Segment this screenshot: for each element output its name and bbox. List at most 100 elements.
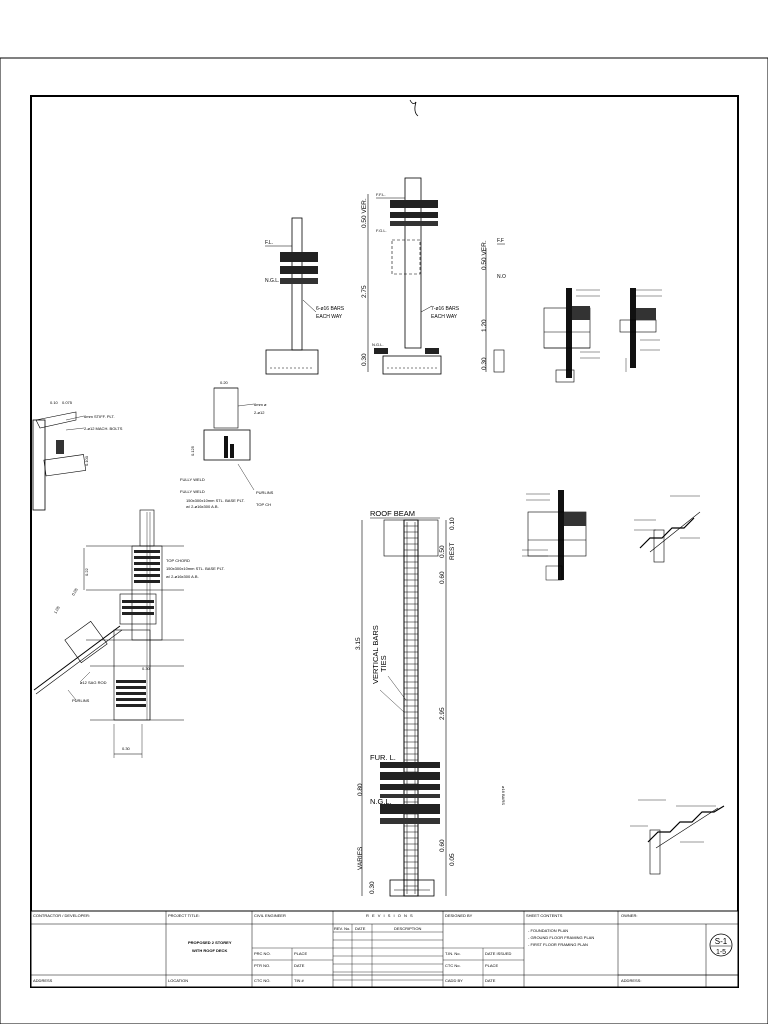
- d105: 1.05: [53, 605, 62, 615]
- d010: 0.10: [50, 400, 59, 405]
- sheet-of: 1-5: [716, 949, 726, 956]
- soil-hatch: [280, 266, 318, 274]
- d2phi12: 2-ø12: [254, 410, 265, 415]
- each-way-label: EACH WAY: [316, 314, 343, 320]
- north-mark: [409, 99, 419, 117]
- ngl-label: N.G.L.: [370, 797, 392, 806]
- full-weld: FULLY WELD: [180, 477, 205, 482]
- place2-label: PLACE: [485, 963, 498, 968]
- ngl-label: N.G.L.: [265, 278, 279, 284]
- stair-detail-b: [630, 799, 725, 875]
- address-label: ADDRESS: [33, 978, 53, 983]
- sheet-contents-1: - FOUNDATION PLAN: [528, 928, 568, 933]
- no-label: N.O: [497, 274, 506, 280]
- dim-120: 1.20: [481, 319, 488, 332]
- d020: 0.20: [220, 380, 229, 385]
- fgl-label: F.G.L.: [376, 228, 387, 233]
- sheet-contents-label: SHEET CONTENTS: [526, 913, 563, 918]
- d060: 0.60: [439, 571, 446, 584]
- place-label: PLACE: [294, 951, 307, 956]
- footing-detail-1: F.L. N.G.L. 6-ø16 BARS EACH WAY: [265, 217, 345, 375]
- dim-vert: 0.50 VER.: [481, 240, 488, 270]
- project-title-1: PROPOSED 2 STOREY: [188, 940, 232, 945]
- d080: 0.80: [357, 783, 364, 796]
- ffl-label: F.F.L.: [376, 192, 386, 197]
- title-block: CONTRACTOR / DEVELOPER: ADDRESS PROJECT …: [30, 910, 739, 988]
- d315: 3.15: [355, 637, 362, 650]
- bars-label: 6-ø16 BARS: [316, 306, 345, 312]
- full-weld-2: FULLY WELD: [180, 489, 205, 494]
- sheet-contents-3: - FIRST FLOOR FRAMING PLAN: [528, 942, 588, 947]
- top-chord: TOP CHORD: [166, 558, 190, 563]
- anchor-a: w/ 2-ø16x300 A.B.: [186, 504, 219, 509]
- cad-by-label: CADD BY: [445, 978, 463, 983]
- d0125: 0.125: [190, 445, 195, 456]
- slab-detail-b: [619, 288, 662, 372]
- each-way-label: EACH WAY: [431, 314, 458, 320]
- bars-label: 7-ø16 BARS: [431, 306, 460, 312]
- fur-l-label: FUR. L.: [370, 753, 396, 762]
- date2-label: DATE: [294, 963, 305, 968]
- dim-275: 2.75: [361, 285, 368, 298]
- address2-label: ADDRESS:: [621, 978, 641, 983]
- d060b: 0.60: [439, 839, 446, 852]
- column-stub: [404, 177, 422, 349]
- date-label: DATE: [355, 926, 366, 931]
- contractor-label: CONTRACTOR / DEVELOPER:: [33, 913, 90, 918]
- d030b: 0.30: [122, 746, 131, 751]
- sheet-number-circle: [709, 933, 733, 957]
- truss-detail-base: 0.22 1.05 0.05 0.30 ø12 SAG ROD PURLINS …: [33, 509, 225, 758]
- top-ch: TOP CH: [256, 502, 271, 507]
- location-label: LOCATION: [168, 978, 188, 983]
- sheet-contents-2: - GROUND FLOOR FRAMING PLAN: [528, 935, 594, 940]
- mach-bolts: 2-ø12 MACH. BOLTS: [84, 426, 123, 431]
- fl-label: F.L.: [265, 240, 273, 246]
- truss-detail-mid: 0.20 6mm ø 2-ø12 0.125 PURLINS TOP CH FU…: [180, 380, 274, 509]
- ngl-label: N.G.L.: [372, 342, 384, 347]
- description-label: DESCRIPTION: [394, 926, 421, 931]
- d005: 0.05: [71, 587, 80, 597]
- tin-label: TIN #: [294, 978, 305, 983]
- tin-no-label: T.IN. No.: [445, 951, 461, 956]
- soil-hatch: [280, 278, 318, 284]
- d005: 0.05: [449, 853, 456, 866]
- ties-label: TIES: [379, 655, 388, 672]
- d030: 0.30: [142, 666, 151, 671]
- rest-label: REST: [449, 543, 456, 560]
- note-r1: ø16 BARS: [501, 786, 506, 805]
- anchor-b: w/ 2-ø16x300 A.B.: [166, 574, 199, 579]
- d010: 0.10: [449, 517, 456, 530]
- d050: 0.50: [439, 545, 446, 558]
- designed-by-label: DESIGNED BY: [445, 913, 473, 918]
- varies-label: VARIES: [357, 846, 364, 870]
- project-title-label: PROJECT TITLE:: [168, 913, 200, 918]
- d022: 0.22: [84, 567, 89, 576]
- project-title-2: WITH ROOF DECK: [192, 948, 227, 953]
- slab-detail-c: [522, 490, 587, 581]
- purlins-2: PURLINS: [72, 698, 90, 703]
- d6mm: 6mm ø: [254, 402, 267, 407]
- sag-rod: ø12 SAG ROD: [80, 680, 107, 685]
- d075: 0.075: [62, 400, 73, 405]
- d030: 0.30: [369, 881, 376, 894]
- civil-engineer-label: CIVIL ENGINEER: [254, 913, 286, 918]
- owner-label: OWNER:: [621, 913, 637, 918]
- date3-label: DATE: [485, 978, 496, 983]
- dim-030: 0.30: [361, 353, 368, 366]
- soil-hatch: [280, 252, 318, 262]
- stiff-plate: 6mm STIFF. PLT.: [84, 414, 115, 419]
- ptr-no-label: PTR NO.: [254, 963, 270, 968]
- column-elevation: ROOF BEAM REST 0.10 0.50 0.60 3.15 VERTI…: [355, 509, 456, 897]
- date-issued-label: DATE ISSUED: [485, 951, 511, 956]
- ff-label: F.F: [497, 238, 504, 244]
- footing-pad: [382, 355, 442, 375]
- base-plate-b: 150x300x10mm STL. BASE PLT.: [166, 566, 225, 571]
- dim-030: 0.30: [481, 357, 488, 370]
- stair-detail-a: [634, 495, 701, 563]
- footing-detail-2: F.F.L. F.G.L. 0.50 VER. 2.75 0.30 N.G.L.…: [361, 177, 460, 375]
- base-plate-a: 150x300x10mm STL. BASE PLT.: [186, 498, 245, 503]
- ctc-no2-label: CTC No.: [445, 963, 461, 968]
- vertical-bars-label: VERTICAL BARS: [371, 625, 380, 684]
- slab-detail-a: [543, 288, 600, 383]
